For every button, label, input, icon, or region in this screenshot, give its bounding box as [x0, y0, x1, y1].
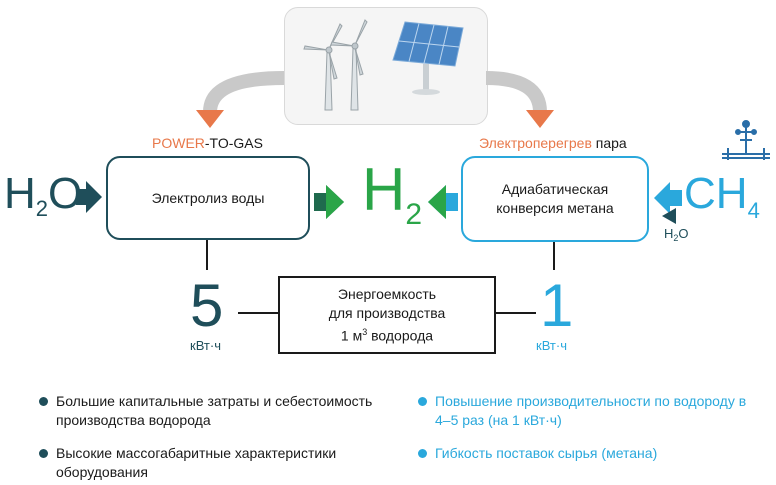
left-energy-unit: кВт·ч	[190, 338, 221, 353]
to-gas-word: -TO-GAS	[204, 135, 263, 151]
flow-arrows	[196, 71, 554, 128]
connector-lines	[206, 240, 555, 314]
bullet-left-2: Высокие массогабаритные характеристики о…	[39, 444, 376, 482]
wind-solar-icon	[303, 19, 464, 111]
right-energy-unit: кВт·ч	[536, 338, 567, 353]
ch4-input-formula: CH4	[684, 169, 760, 224]
arrow-small-dark-icon	[662, 208, 676, 224]
bullet-right-2-text: Гибкость поставок сырья (метана)	[435, 445, 658, 461]
adiabatic-conversion-box: Адиабатическая конверсия метана	[461, 156, 649, 242]
bullet-left-1-text: Большие капитальные затраты и себестоимо…	[56, 393, 373, 428]
energy-line3-b: водорода	[367, 327, 434, 344]
ch4-sub: 4	[747, 198, 760, 223]
superheat-label: Электроперегрев пара	[479, 135, 627, 151]
h2o-small-formula: H2O	[664, 226, 689, 243]
h2o-sub: 2	[35, 196, 49, 221]
bullet-dot-icon	[39, 397, 48, 406]
energy-line1: Энергоемкость	[337, 285, 437, 302]
arrow-right-icon	[76, 181, 102, 213]
steam-word: пара	[591, 135, 627, 151]
renewables-panel	[284, 7, 488, 125]
bullet-right-1: Повышение производительности по водороду…	[418, 392, 755, 430]
arrow-left-blue-icon	[654, 182, 682, 214]
gas-pipeline-icon	[722, 120, 770, 160]
superheat-word: Электроперегрев	[479, 135, 592, 151]
energy-intensity-box: Энергоемкость для производства 1 м3 водо…	[278, 276, 496, 354]
arrow-right-green-icon	[314, 185, 344, 219]
energy-line3: 1 м3 водорода	[329, 323, 446, 346]
electrolysis-box: Электролиз воды	[106, 156, 310, 240]
h2o-input-formula: H2O	[4, 169, 82, 222]
h2o-small-h: H	[664, 226, 674, 241]
power-word: POWER	[152, 135, 205, 151]
bullet-right-2: Гибкость поставок сырья (метана)	[418, 444, 755, 463]
h2o-small-sub: 2	[673, 233, 679, 243]
bullet-left-2-text: Высокие массогабаритные характеристики о…	[56, 445, 337, 480]
h2-h: H	[362, 156, 406, 223]
electrolysis-label: Электролиз воды	[151, 189, 265, 206]
bullet-dot-icon	[418, 397, 427, 406]
h2o-small-o: O	[678, 226, 689, 241]
adiabatic-line2: конверсия метана	[496, 200, 614, 216]
power-to-gas-label: POWER-TO-GAS	[152, 135, 263, 151]
adiabatic-line1: Адиабатическая	[501, 181, 609, 197]
arrow-left-green-icon	[428, 185, 458, 219]
h2o-h: H	[4, 169, 36, 218]
ch4-ch: CH	[684, 169, 748, 218]
left-energy-value: 5	[190, 272, 224, 339]
energy-line3-sup: 3	[362, 326, 368, 337]
energy-line2: для производства	[328, 304, 446, 321]
bullet-right-1-text: Повышение производительности по водороду…	[435, 393, 747, 428]
h2-product-formula: H2	[362, 160, 422, 232]
bullet-dot-icon	[39, 449, 48, 458]
bullet-dot-icon	[418, 449, 427, 458]
bullet-left-1: Большие капитальные затраты и себестоимо…	[39, 392, 396, 430]
h2-sub: 2	[405, 198, 423, 231]
right-energy-value: 1	[540, 272, 574, 339]
energy-line3-a: 1 м	[340, 327, 363, 344]
